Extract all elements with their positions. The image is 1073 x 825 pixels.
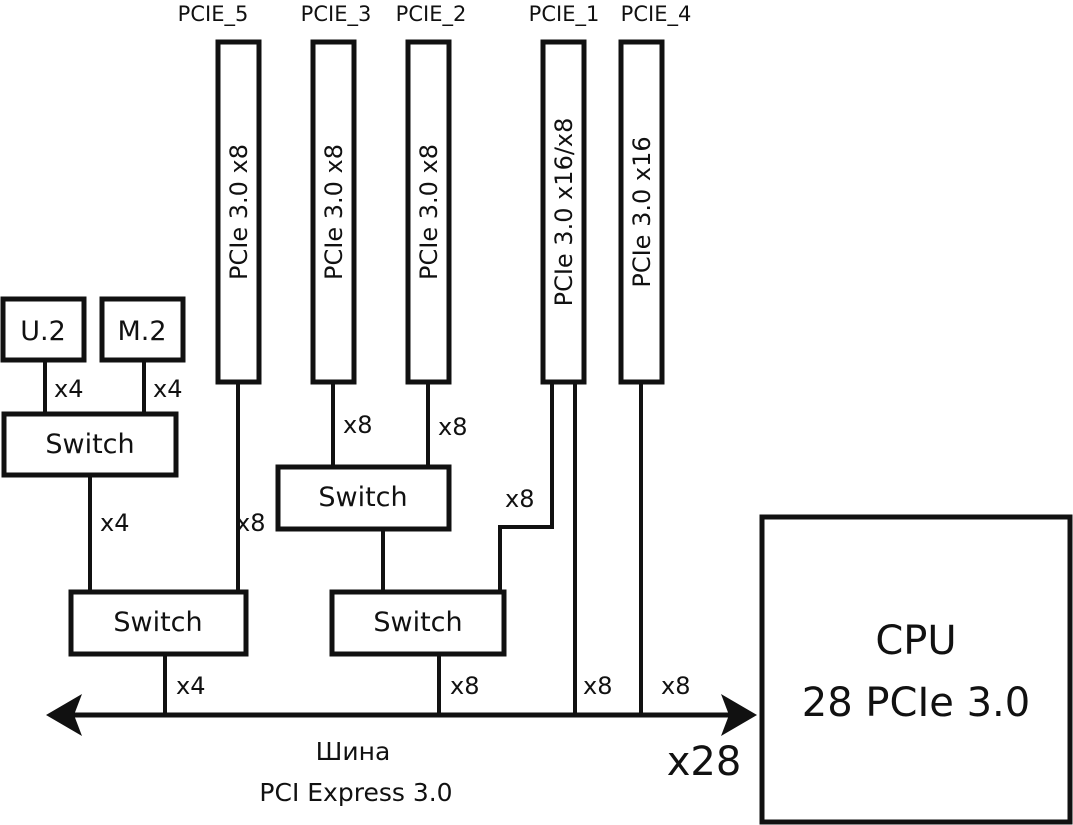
device-m2: M.2 xyxy=(99,296,186,363)
cpu-title: CPU xyxy=(875,618,956,664)
switch-slots-3-2: Switch xyxy=(275,464,452,532)
slot-id-pcie4: PCIE_4 xyxy=(621,2,692,27)
lane-pcie4-bus: x8 xyxy=(661,672,690,700)
bus-arrow-right-icon xyxy=(721,694,757,736)
slot-pcie2: PCIe 3.0 x8 xyxy=(405,39,452,385)
device-u2: U.2 xyxy=(0,296,87,363)
slot-label-pcie1: PCIe 3.0 x16/x8 xyxy=(550,118,578,307)
slot-label-pcie3: PCIe 3.0 x8 xyxy=(320,144,348,280)
bus-name-line1: Шина xyxy=(316,737,391,766)
switch-slots-3-2-label: Switch xyxy=(318,482,407,513)
switch-left-bus-label: Switch xyxy=(113,607,202,638)
lane-pcie1-branch: x8 xyxy=(505,485,534,513)
slot-label-pcie4: PCIe 3.0 x16 xyxy=(628,136,656,287)
lane-m2: x4 xyxy=(153,375,182,403)
switch-left-bus: Switch xyxy=(68,589,249,657)
cpu-subtitle: 28 PCIe 3.0 xyxy=(802,680,1030,726)
lane-pcie3: x8 xyxy=(343,411,372,439)
slot-pcie1: PCIe 3.0 x16/x8 xyxy=(540,39,587,385)
lane-left-switch-bus: x4 xyxy=(176,672,205,700)
slot-label-pcie2: PCIe 3.0 x8 xyxy=(415,144,443,280)
lane-storage-switch: x4 xyxy=(100,509,129,537)
slot-pcie5: PCIe 3.0 x8 xyxy=(215,39,262,385)
lane-pcie1-bus: x8 xyxy=(583,672,612,700)
lane-pcie2: x8 xyxy=(438,413,467,441)
slot-label-pcie5: PCIe 3.0 x8 xyxy=(225,144,253,280)
switch-right-bus-label: Switch xyxy=(373,607,462,638)
bus-name-line2: PCI Express 3.0 xyxy=(259,778,452,807)
bus-width-label: x28 xyxy=(667,739,742,785)
switch-storage: Switch xyxy=(1,411,179,478)
slot-pcie3: PCIe 3.0 x8 xyxy=(310,39,357,385)
device-u2-label: U.2 xyxy=(20,316,66,347)
bus-arrow-left-icon xyxy=(46,694,82,736)
switch-right-bus: Switch xyxy=(329,589,507,657)
lane-u2: x4 xyxy=(54,375,83,403)
slot-id-pcie5: PCIE_5 xyxy=(178,2,249,27)
device-m2-label: M.2 xyxy=(117,316,166,347)
slot-id-pcie3: PCIE_3 xyxy=(301,2,372,27)
slot-pcie4: PCIe 3.0 x16 xyxy=(618,39,665,385)
lane-pcie5: x8 xyxy=(236,509,265,537)
lane-right-switch-bus: x8 xyxy=(450,672,479,700)
slot-id-pcie2: PCIE_2 xyxy=(396,2,467,27)
cpu-block: CPU 28 PCIe 3.0 xyxy=(759,514,1073,825)
wire-pcie1-branch xyxy=(498,384,554,592)
switch-storage-label: Switch xyxy=(45,429,134,460)
slot-id-pcie1: PCIE_1 xyxy=(529,2,600,27)
